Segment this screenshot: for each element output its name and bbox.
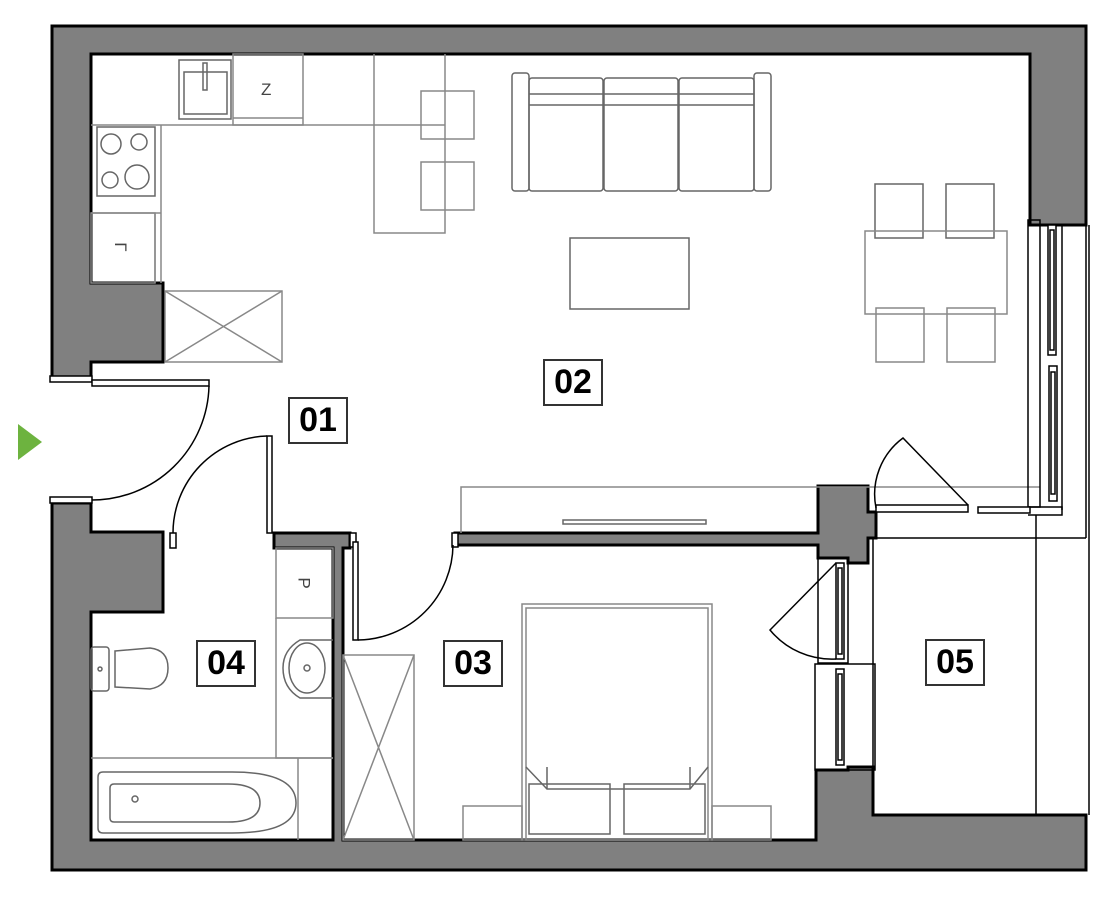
room-label-bedroom: 03: [443, 640, 503, 687]
coffee-table: [569, 237, 690, 310]
living-room-window: [1027, 219, 1087, 538]
hall-wardrobe: [164, 290, 283, 363]
room-label-living-room: 02: [543, 359, 603, 406]
nightstand-right: [711, 805, 772, 841]
double-bed: [521, 603, 713, 841]
entrance-arrow-icon: [18, 424, 42, 460]
dining-set: [864, 183, 1008, 363]
tv-unit: [460, 486, 1040, 533]
fridge-letter: Z: [261, 80, 272, 99]
cooktop: [96, 126, 156, 197]
room-label-hallway: 01: [288, 397, 348, 444]
washing-machine-letter: P: [294, 577, 314, 589]
bar-stool: [420, 161, 475, 211]
bedroom-wardrobe: [342, 654, 415, 841]
toilet: [90, 646, 169, 692]
bedroom-window: [814, 663, 876, 771]
entrance-door[interactable]: [49, 375, 210, 504]
bathroom-door[interactable]: [169, 435, 273, 549]
washing-machine: [275, 547, 334, 619]
bedroom-balcony-door[interactable]: [768, 557, 849, 664]
bathroom-vanity: [275, 618, 333, 759]
bar-stool: [420, 90, 475, 140]
bathtub: [91, 757, 333, 840]
balcony: [872, 225, 1090, 815]
nightstand-left: [462, 805, 523, 841]
room-label-balcony: 05: [925, 639, 985, 686]
kitchen-sink: [178, 59, 232, 120]
dishwasher: [90, 212, 156, 284]
room-label-bathroom: 04: [196, 640, 256, 687]
balcony-door[interactable]: [873, 437, 1031, 514]
dishwasher-letter: L: [111, 242, 131, 252]
bedroom-door[interactable]: [349, 532, 459, 641]
sofa: [511, 72, 772, 192]
fridge: [232, 53, 304, 126]
bedroom-partition-wall: [453, 484, 878, 565]
washbasin: [282, 639, 333, 699]
